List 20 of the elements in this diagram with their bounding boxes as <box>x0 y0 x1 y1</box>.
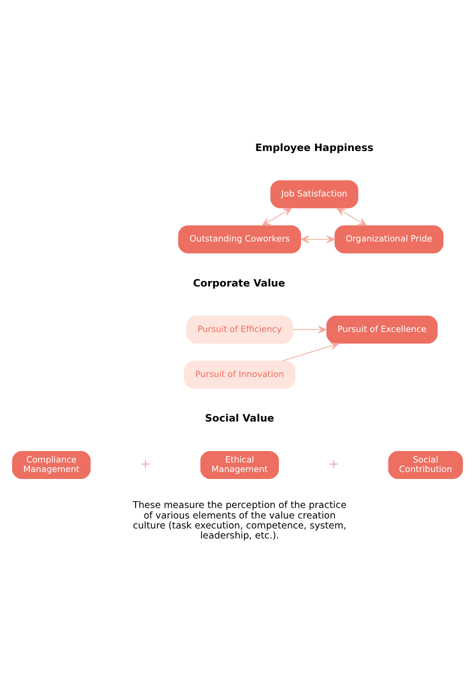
node-box: Compliance Management <box>12 450 90 478</box>
node-box: Pursuit of Excellence <box>326 315 438 344</box>
node-box: Outstanding Coworkers <box>178 224 301 253</box>
label: + <box>140 455 150 470</box>
label: Employee Happiness <box>254 142 373 154</box>
label: + <box>328 455 338 470</box>
node-box: Social Contribution <box>388 450 462 478</box>
label: These measure the perception of the practice of various elements of the value creation culture (task execution, competence, system, leadership, etc.). <box>132 500 346 542</box>
node-box: Ethical Management <box>200 450 278 478</box>
label: Corporate Value <box>192 278 285 289</box>
node-box: Job Satisfaction <box>270 180 358 208</box>
arrow <box>282 342 338 361</box>
node-box: Pursuit of Innovation <box>184 360 295 388</box>
node-box: Pursuit of Efficiency <box>186 315 292 344</box>
arrow <box>292 325 326 333</box>
label: Social Value <box>204 413 274 424</box>
arrow <box>300 234 334 243</box>
arrow <box>336 207 366 226</box>
node-box: Organizational Pride <box>334 224 443 253</box>
arrow <box>261 207 292 226</box>
